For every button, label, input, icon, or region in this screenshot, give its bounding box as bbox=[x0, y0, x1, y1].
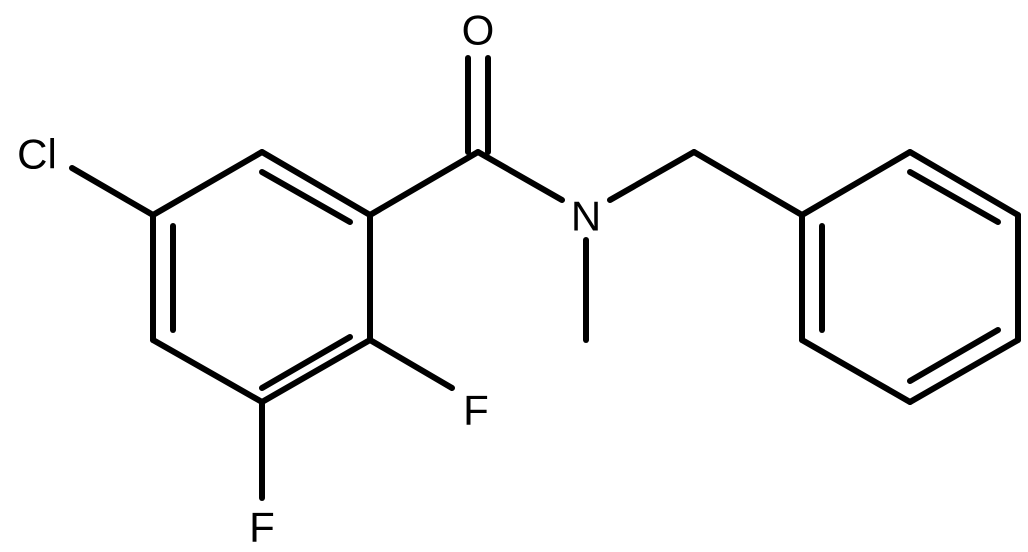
phenyl-ring bbox=[799, 149, 1021, 405]
bond-carbonyl-n bbox=[475, 149, 565, 203]
chlorodifluorophenyl-ring bbox=[150, 149, 373, 405]
chlorine-label: Cl bbox=[17, 131, 57, 178]
ring-double-bond-c2-c3 bbox=[259, 334, 353, 391]
fluorine-2-label: F bbox=[463, 387, 489, 434]
ring-bond-c6-c1 bbox=[259, 149, 373, 218]
phenyl-double-bond-b bbox=[907, 327, 1001, 384]
oxygen-label: O bbox=[462, 7, 495, 54]
nitrogen-label: N bbox=[571, 193, 601, 240]
phenyl-bond-1 bbox=[799, 149, 913, 218]
bond-c5-cl bbox=[69, 165, 156, 218]
ring-bond-c5-c6 bbox=[150, 149, 265, 218]
ring-bond-c3-c4 bbox=[150, 337, 265, 405]
bond-ring-carbonyl bbox=[367, 149, 481, 218]
phenyl-bond-5 bbox=[799, 337, 913, 405]
fluorine-3-label: F bbox=[249, 504, 275, 551]
ring-bond-c2-c3 bbox=[259, 337, 373, 405]
phenyl-bond-2 bbox=[907, 149, 1021, 218]
phenyl-bond-4 bbox=[907, 337, 1021, 405]
bond-c2-f bbox=[367, 337, 455, 391]
bond-ch2-phenyl bbox=[691, 149, 805, 218]
ring-double-bond-c6-c1 bbox=[259, 169, 353, 225]
phenyl-double-bond-a bbox=[907, 169, 1001, 225]
bond-n-ch2 bbox=[607, 149, 697, 203]
